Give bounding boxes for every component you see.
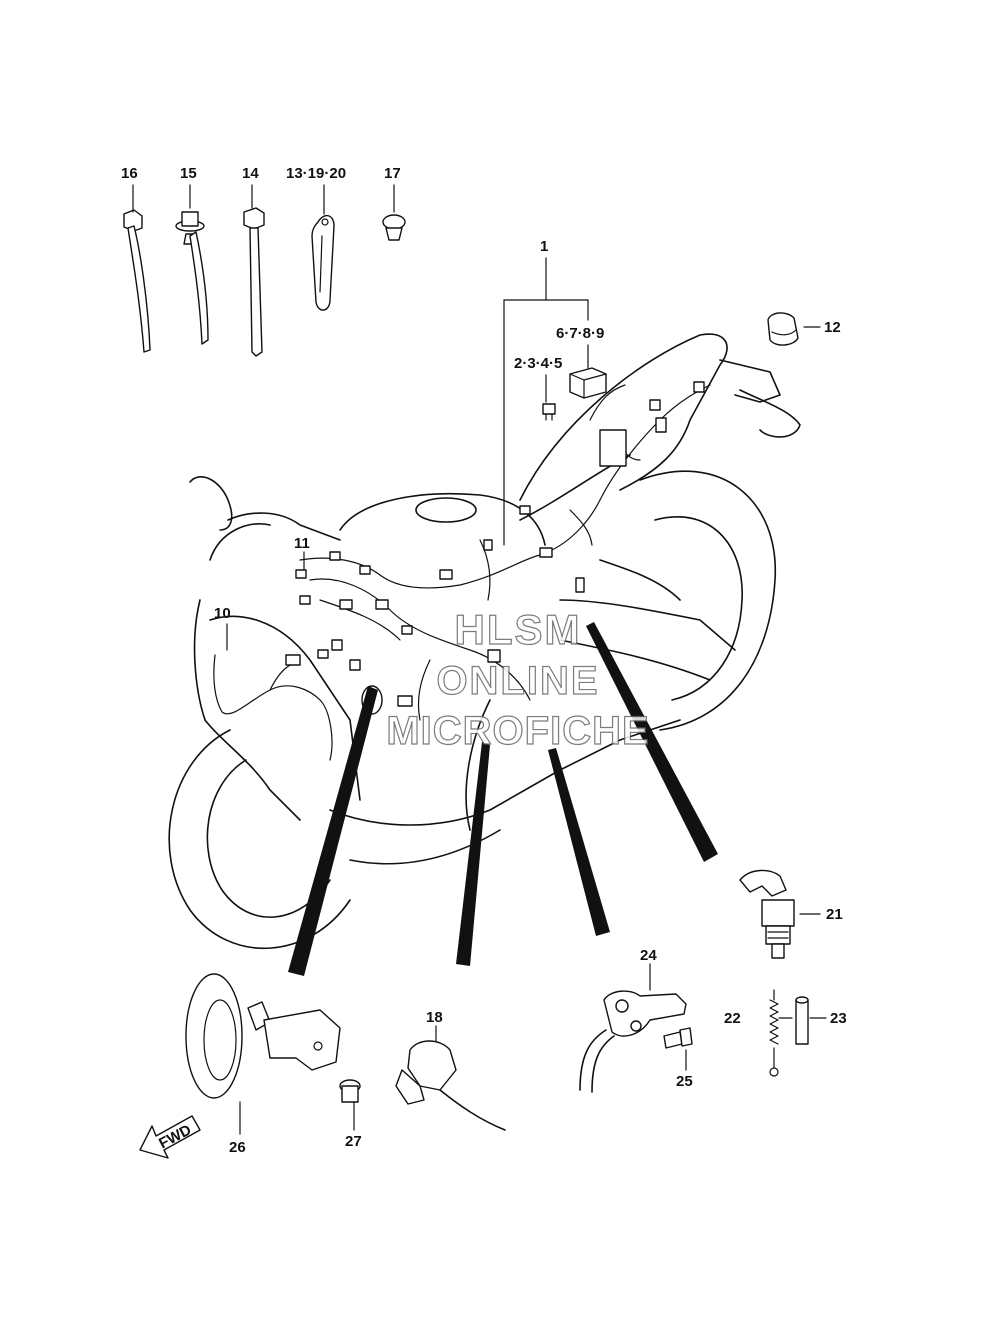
- leader-lines: [132, 184, 827, 1135]
- horn-26: [185, 973, 341, 1099]
- switch-21: [739, 869, 795, 959]
- callout-27: 27: [345, 1133, 362, 1150]
- callout-13-19-20: 13·19·20: [286, 165, 346, 182]
- watermark-line-2: ONLINE: [436, 659, 599, 703]
- relay-6-7-8-9: [569, 367, 607, 399]
- push-clip-17: [382, 214, 406, 241]
- sleeve-23: [795, 996, 809, 1045]
- watermark: HLSM ONLINE MICROFICHE: [386, 605, 650, 753]
- callout-17: 17: [384, 165, 401, 182]
- callout-16: 16: [121, 165, 138, 182]
- bolt-27: [339, 1079, 361, 1103]
- callout-labels: 1 2·3·4·5 6·7·8·9 10 11 12 13·19·20 14 1…: [121, 165, 847, 1156]
- callout-11: 11: [294, 535, 310, 552]
- sensor-18: [395, 1040, 506, 1131]
- callout-2-3-4-5: 2·3·4·5: [514, 355, 562, 372]
- callout-26: 26: [229, 1139, 246, 1156]
- callout-12: 12: [824, 319, 841, 336]
- cable-tie-16: [123, 209, 151, 353]
- callout-25: 25: [676, 1073, 693, 1090]
- callout-21: 21: [826, 906, 843, 923]
- cable-tie-14: [243, 207, 265, 357]
- callout-6-7-8-9: 6·7·8·9: [556, 325, 604, 342]
- spring-22: [769, 989, 779, 1077]
- watermark-line-3: MICROFICHE: [386, 709, 649, 753]
- fuse-2-3-4-5: [542, 403, 556, 421]
- cable-tie-15: [175, 211, 209, 345]
- harness-10: [213, 654, 333, 761]
- callout-10: 10: [214, 605, 231, 622]
- callout-14: 14: [242, 165, 259, 182]
- bolt-25: [663, 1027, 693, 1049]
- callout-1: 1: [540, 238, 548, 255]
- callout-23: 23: [830, 1010, 847, 1027]
- sensor-24: [579, 990, 687, 1093]
- wire-clamp-13-19-20: [311, 215, 335, 311]
- motorcycle-outline: [168, 333, 801, 950]
- wiring-harness-1: [295, 381, 711, 721]
- fwd-arrow: FWD: [139, 1115, 201, 1159]
- watermark-line-1: HLSM: [455, 606, 582, 653]
- detail-pointers: [288, 622, 718, 976]
- callout-15: 15: [180, 165, 197, 182]
- callout-22: 22: [724, 1010, 741, 1027]
- callout-24: 24: [640, 947, 657, 964]
- clamp-12: [767, 312, 799, 346]
- callout-18: 18: [426, 1009, 443, 1026]
